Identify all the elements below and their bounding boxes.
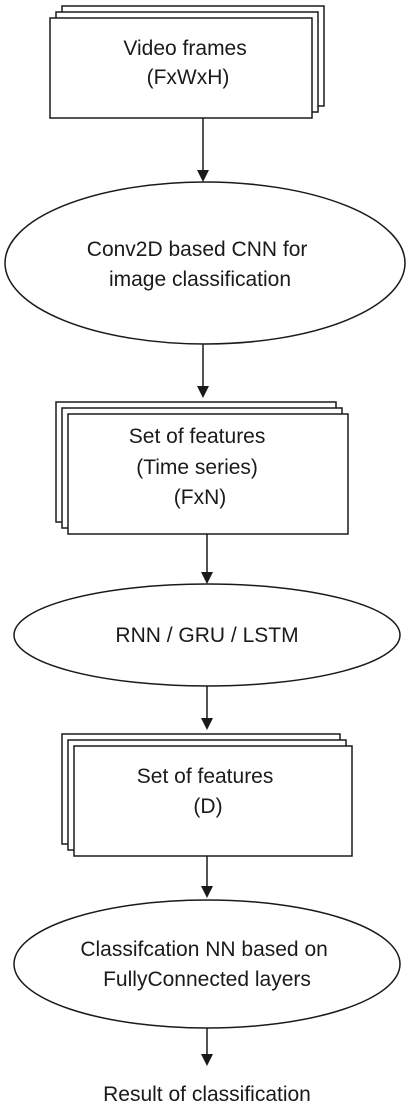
features-time-series-node: Set of features (Time series) (FxN)	[55, 401, 349, 535]
features-time-series-text: Set of features (Time series) (FxN)	[129, 425, 271, 509]
result-line-1: Result of classification	[103, 1083, 311, 1106]
cnn-line-1: Conv2D based CNN for	[87, 238, 308, 261]
arrow-features-to-rnn	[201, 534, 213, 584]
arrow-cnn-to-features	[197, 344, 209, 398]
cnn-line-2: image classification	[109, 268, 291, 291]
stack-layer-front	[67, 413, 349, 535]
result-text: Result of classification	[103, 1083, 311, 1106]
features-d-node: Set of features (D)	[61, 733, 353, 857]
features-time-series-line-3: (FxN)	[174, 486, 226, 509]
video-frames-line-1: Video frames	[123, 37, 246, 60]
rnn-line-1: RNN / GRU / LSTM	[115, 624, 298, 647]
rnn-node: RNN / GRU / LSTM	[13, 583, 401, 687]
features-time-series-line-1: Set of features	[129, 425, 266, 448]
cnn-node: Conv2D based CNN for image classificatio…	[4, 181, 406, 345]
features-time-series-line-2: (Time series)	[136, 456, 258, 479]
arrow-features-d-to-classifier	[201, 856, 213, 898]
video-frames-line-2: (FxWxH)	[147, 66, 230, 89]
video-frames-text: Video frames (FxWxH)	[123, 37, 252, 89]
features-d-text: Set of features (D)	[137, 765, 279, 818]
features-d-line-1: Set of features	[137, 765, 274, 788]
arrow-frames-to-cnn	[197, 118, 209, 182]
result-node: Result of classification	[103, 1083, 311, 1106]
stack-layer-front	[49, 17, 313, 119]
stack-layer-front	[73, 745, 353, 857]
arrow-classifier-to-result	[201, 1028, 213, 1066]
rnn-text: RNN / GRU / LSTM	[115, 624, 298, 647]
classification-nn-text: Classifcation NN based on FullyConnected…	[80, 938, 333, 991]
classification-nn-ellipse	[13, 899, 401, 1029]
classification-nn-line-1: Classifcation NN based on	[80, 938, 327, 961]
cnn-ellipse	[4, 181, 406, 345]
classification-nn-node: Classifcation NN based on FullyConnected…	[13, 899, 401, 1029]
arrow-rnn-to-features-d	[201, 686, 213, 730]
video-frames-node: Video frames (FxWxH)	[49, 5, 325, 119]
classification-nn-line-2: FullyConnected layers	[103, 968, 311, 991]
features-d-line-2: (D)	[193, 795, 222, 818]
cnn-text: Conv2D based CNN for image classificatio…	[87, 238, 313, 291]
